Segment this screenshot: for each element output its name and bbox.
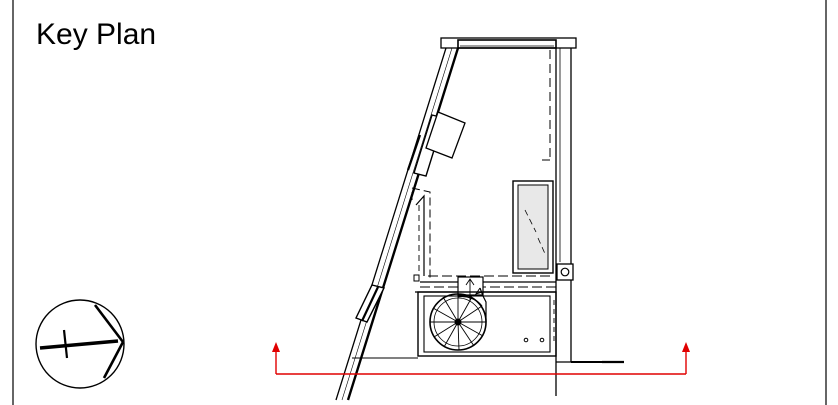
floor-plan	[335, 37, 624, 401]
east-wall	[555, 48, 572, 396]
slanted-wall	[335, 47, 460, 401]
page-title: Key Plan	[36, 18, 157, 51]
north-arrow-icon	[35, 299, 125, 389]
stair-landing	[457, 276, 484, 296]
section-cut-line	[275, 351, 687, 375]
top-skylight	[457, 39, 557, 49]
fixture-dot	[539, 337, 545, 343]
spiral-stair-icon	[429, 287, 487, 351]
bay-projection	[425, 111, 466, 159]
lower-room	[417, 291, 557, 357]
section-marker-right-arrow-up-icon	[682, 342, 690, 352]
fixture-dot	[523, 337, 529, 343]
structural-post	[556, 263, 574, 281]
section-marker-left-arrow-up-icon	[272, 342, 280, 352]
